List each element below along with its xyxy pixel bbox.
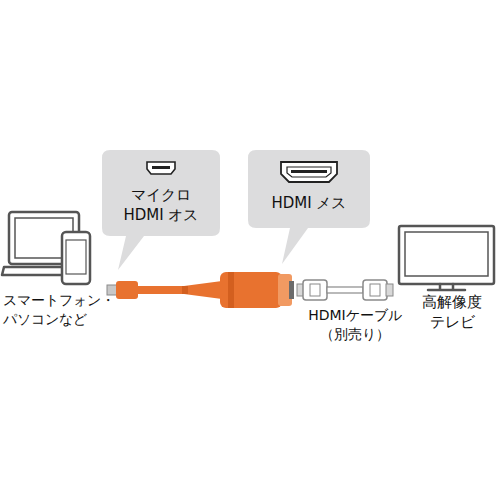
callout-bubble: マイクロ HDMI オス (102, 150, 220, 236)
micro-hdmi-plug (116, 281, 138, 299)
strain-relief-ring (182, 286, 188, 294)
adapter-body (220, 272, 282, 308)
item-label: 高解像度 テレビ (416, 292, 488, 333)
tv-screen (405, 232, 488, 276)
cable (136, 286, 188, 294)
hdmi-plug-tip (386, 284, 393, 296)
hdmi-port-inner (287, 167, 331, 177)
hdmi-female-port (289, 281, 294, 299)
bubble-shape (248, 150, 370, 228)
port-pins (291, 170, 327, 173)
callout-text: HDMI メス (254, 194, 364, 214)
hdmi-plug-mark (370, 284, 380, 296)
bubble-outline (248, 150, 370, 264)
smartphone-screen (66, 240, 86, 274)
hdmi-cable-wire (327, 287, 363, 293)
strain-relief (184, 281, 222, 299)
tv-frame (399, 226, 494, 284)
micro-hdmi-port-icon (147, 162, 175, 174)
adapter-grip (228, 272, 234, 308)
hdmi-port-icon (281, 162, 337, 182)
bubble-outline (102, 150, 220, 270)
item-label: スマートフォン・パソコンなど (3, 291, 121, 329)
item-label: HDMIケーブル （別売り） (296, 306, 414, 344)
smartphone (62, 232, 90, 284)
hdmi-plug-mark (310, 284, 320, 296)
callout-bubble: HDMI メス (248, 150, 370, 228)
hdmi-plug (303, 280, 327, 300)
hdmi-plug (363, 280, 387, 300)
callout-text: マイクロ HDMI オス (118, 186, 204, 225)
port-pins (152, 166, 170, 169)
tv-stand (428, 284, 465, 290)
